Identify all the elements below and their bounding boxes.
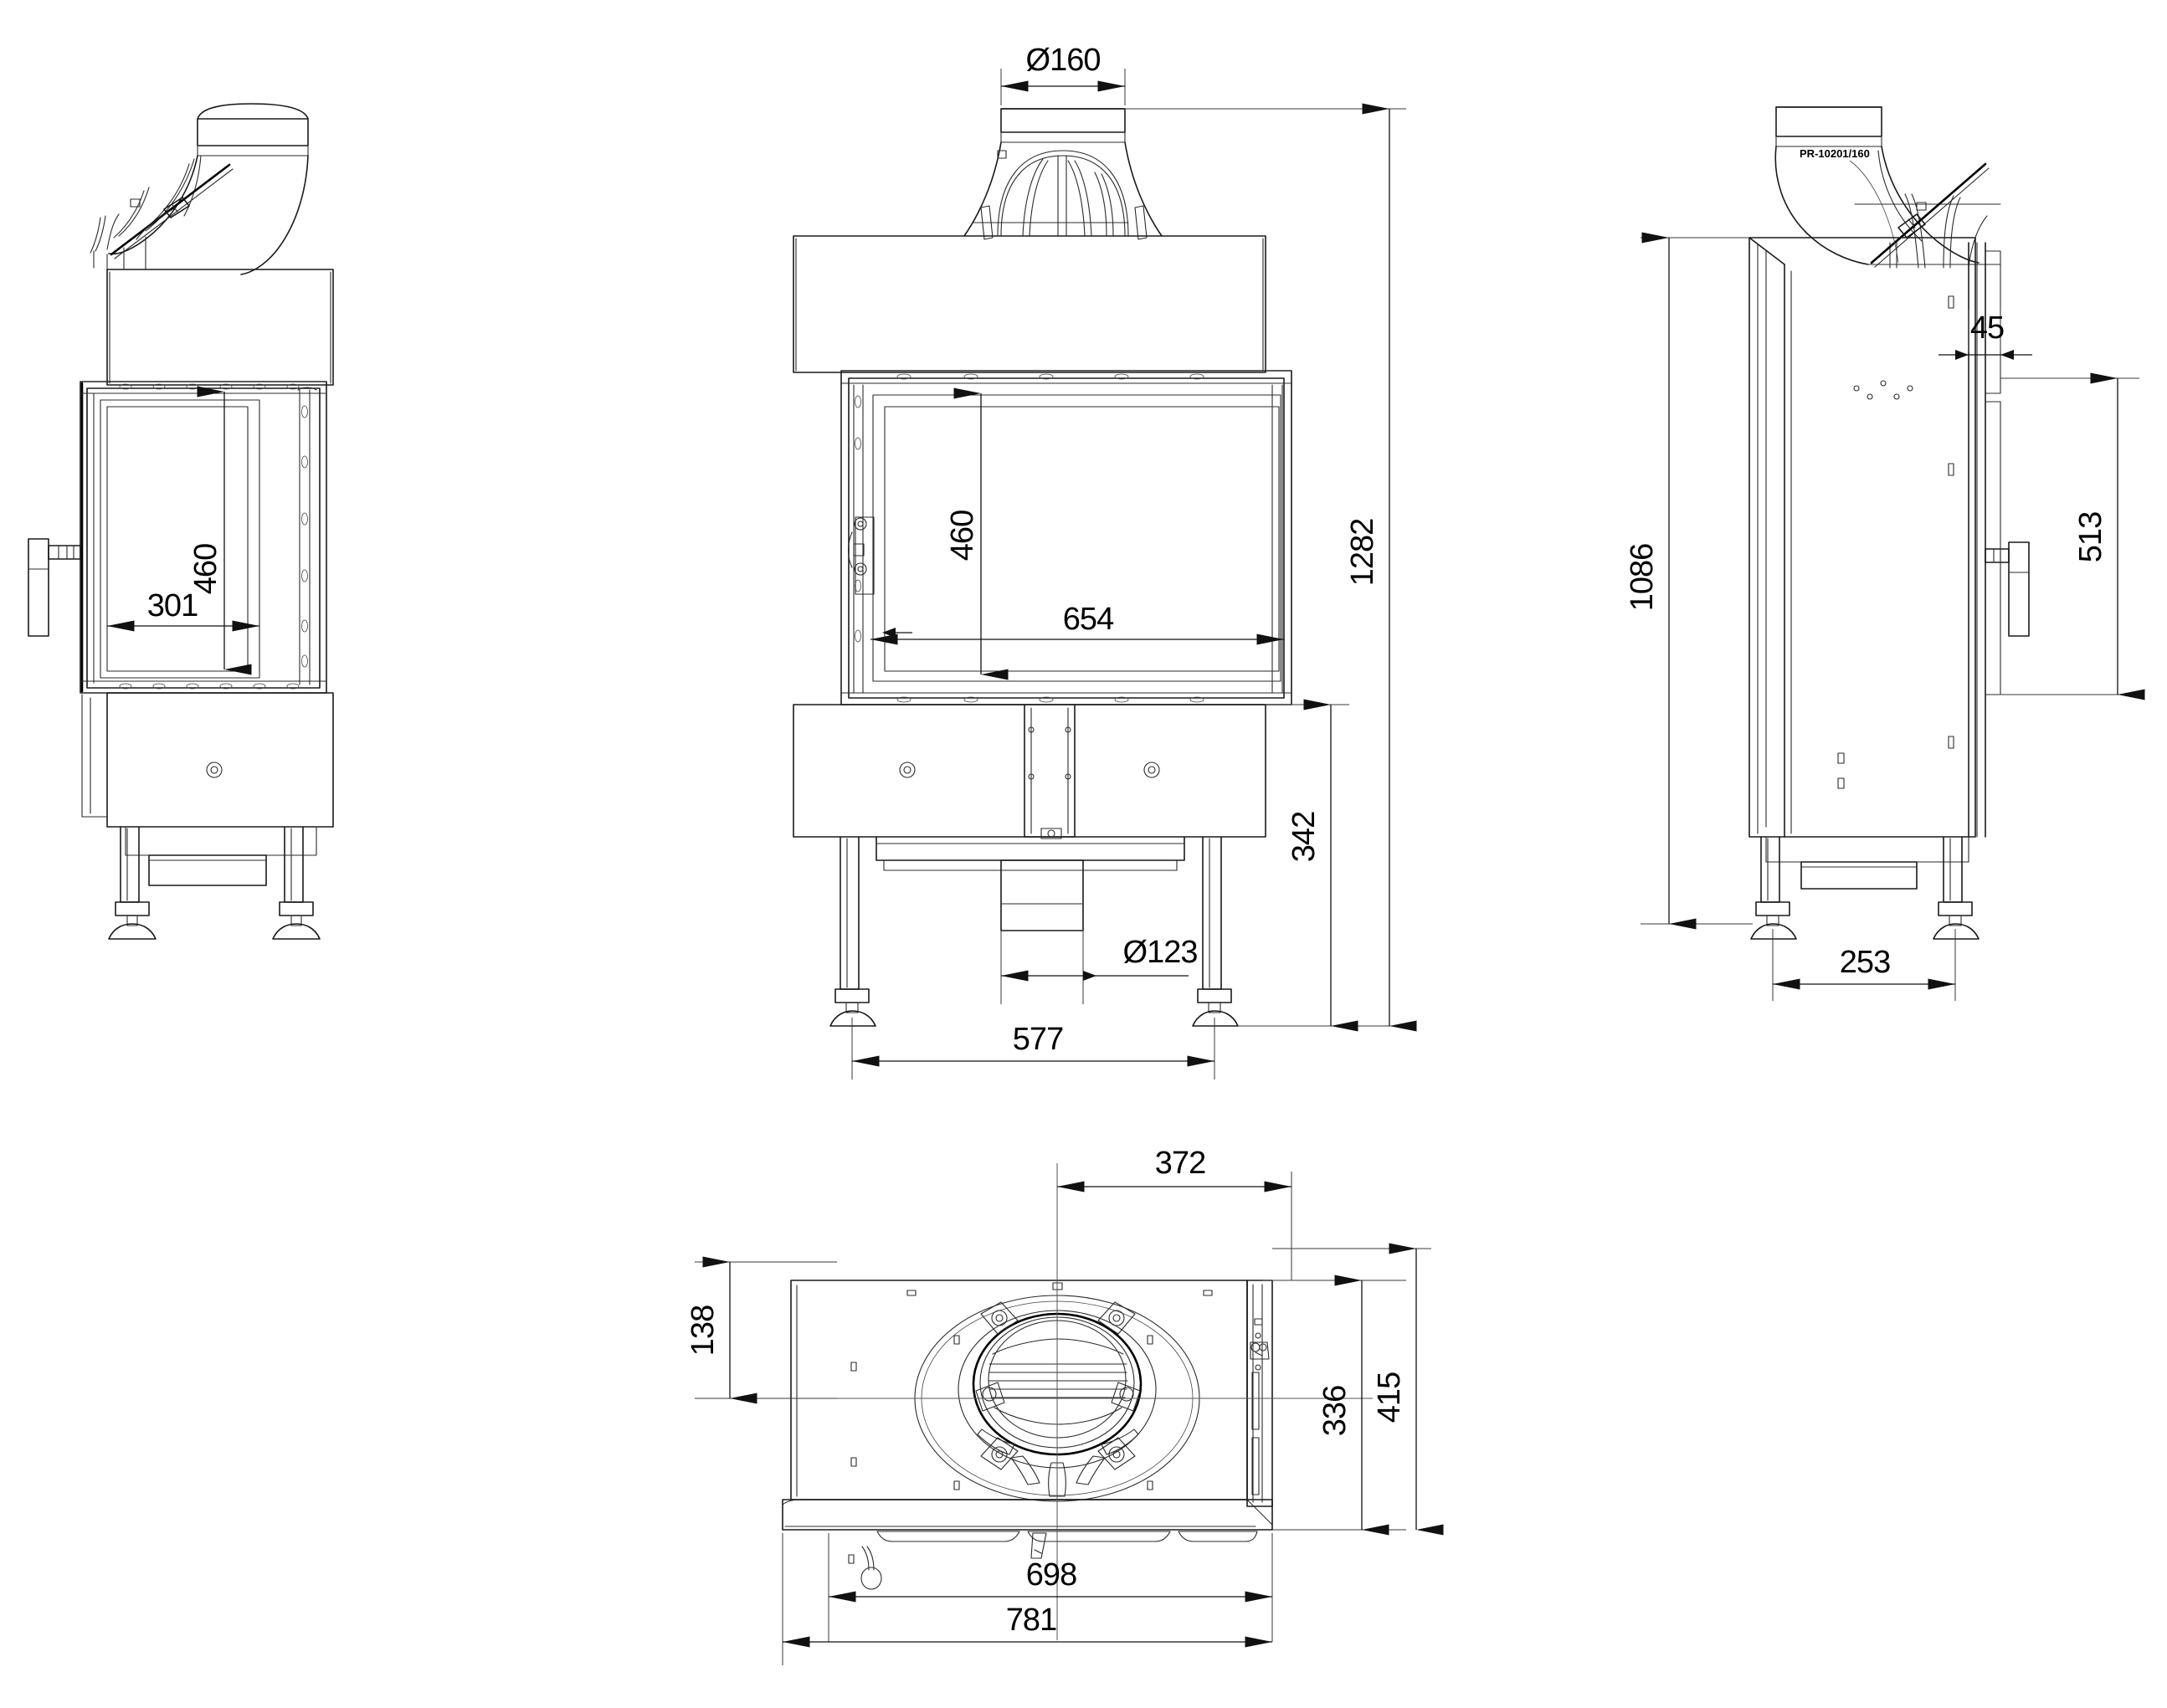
right-flue-pipe: PR-10201/160 (1774, 106, 2001, 269)
dim-front-654: 654 (1063, 602, 1114, 637)
right-view-dimensions: 1086 45 513 253 (1625, 232, 2145, 1001)
dim-left-301: 301 (147, 588, 198, 623)
dim-plan-698: 698 (1026, 1557, 1076, 1593)
left-flue-pipe (90, 103, 309, 275)
top-plan-view: 372 138 336 415 698 (686, 1146, 1444, 1665)
dim-plan-781: 781 (1006, 1603, 1056, 1638)
front-view-dimensions: Ø160 1282 460 654 342 (851, 43, 1417, 1080)
left-lower-body (81, 692, 334, 940)
right-side-view: PR-10201/160 (1625, 106, 2145, 1001)
left-side-view: 460 301 (28, 103, 334, 940)
part-number-label: PR-10201/160 (1800, 147, 1870, 160)
right-body (1748, 237, 2030, 940)
left-door-handle (28, 538, 81, 637)
dim-right-513: 513 (2073, 512, 2108, 562)
front-door-assembly (840, 370, 1292, 705)
front-flue-pipe (963, 108, 1163, 240)
left-door-assembly (80, 381, 327, 694)
dim-right-45: 45 (1970, 310, 2004, 346)
dim-plan-415: 415 (1372, 1372, 1407, 1423)
dim-front-d160: Ø160 (1026, 43, 1101, 78)
plan-view-dimensions: 372 138 336 415 698 (686, 1146, 1444, 1665)
front-upper-casing (793, 235, 1266, 373)
plan-lever-handle (860, 1532, 1047, 1590)
dim-front-d123: Ø123 (1123, 935, 1198, 970)
dim-plan-336: 336 (1317, 1386, 1353, 1436)
plan-front-frame (782, 1499, 1273, 1542)
dim-right-253: 253 (1840, 945, 1890, 980)
dim-plan-372: 372 (1155, 1146, 1205, 1181)
dim-front-460: 460 (945, 510, 980, 561)
dim-left-460: 460 (188, 544, 223, 594)
front-view: Ø160 1282 460 654 342 (793, 43, 1417, 1080)
dim-plan-138: 138 (686, 1305, 721, 1356)
dim-front-1282: 1282 (1345, 519, 1380, 587)
dim-front-342: 342 (1286, 812, 1322, 862)
dim-right-1086: 1086 (1625, 544, 1660, 612)
left-view-dimensions: 460 301 (107, 386, 259, 675)
left-upper-body (106, 269, 334, 386)
dim-front-577: 577 (1013, 1022, 1063, 1057)
front-lower-body (793, 704, 1266, 1027)
front-latch (847, 516, 875, 595)
